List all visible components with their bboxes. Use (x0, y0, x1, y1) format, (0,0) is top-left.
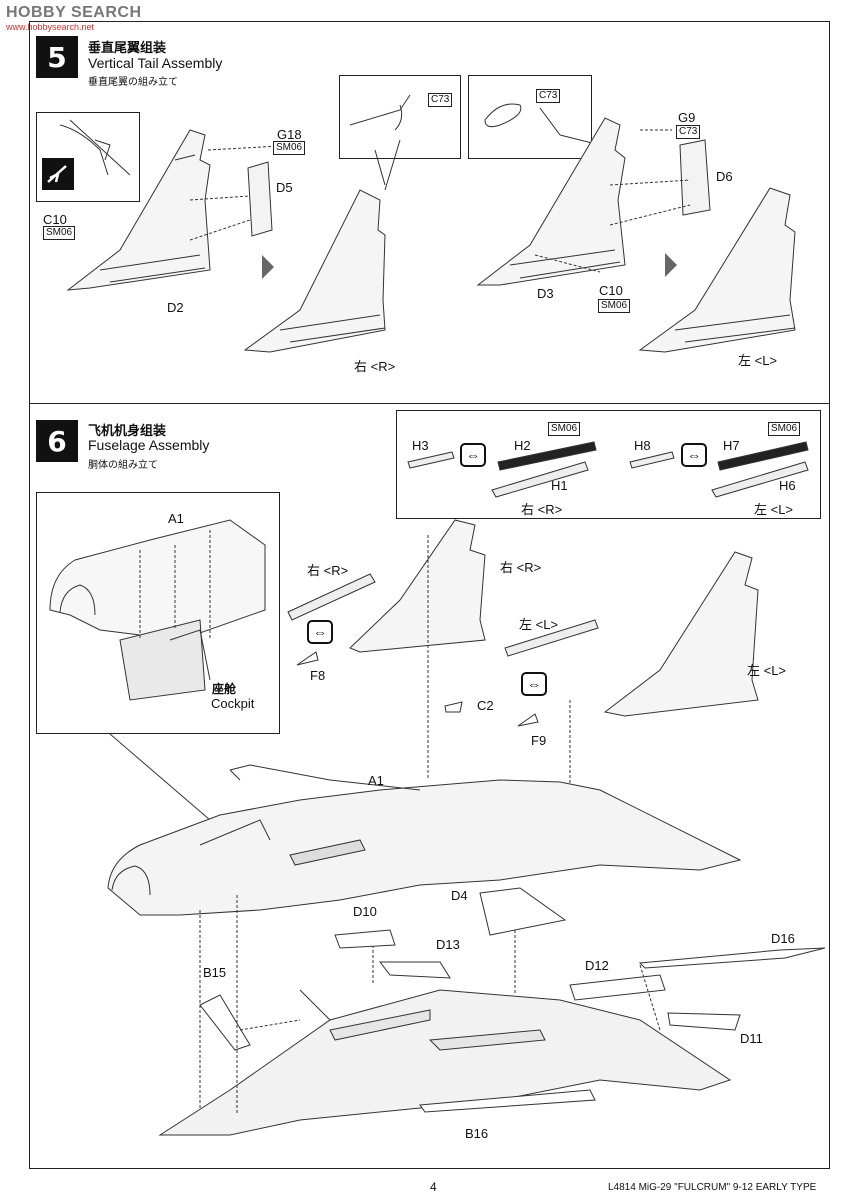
label-g9: G9 (678, 110, 696, 125)
tag-sm06: SM06 (273, 141, 306, 155)
label-c10: C10 (43, 212, 67, 227)
tag-c73: C73 (428, 93, 453, 107)
label-f8: F8 (310, 668, 326, 683)
step6-title-jp: 胴体の組み立て (88, 460, 158, 471)
label-b16: B16 (465, 1126, 489, 1141)
label-h7: H7 (723, 438, 740, 453)
step5-title-jp: 垂直尾翼の組み立て (88, 77, 178, 88)
page-frame (29, 21, 830, 1169)
flip-arrow-icon: ⇔ (307, 620, 333, 644)
label-c10: C10 (599, 283, 623, 298)
label-g18: G18 (277, 127, 302, 142)
label-left: 左 <L> (738, 353, 778, 368)
tag-sm06: SM06 (598, 299, 631, 313)
label-a1: A1 (368, 773, 384, 788)
detail-inset-c73-left (468, 75, 592, 159)
label-left: 左 <L> (519, 617, 559, 632)
label-f9: F9 (531, 733, 547, 748)
label-h2: H2 (514, 438, 531, 453)
label-d13: D13 (436, 937, 460, 952)
step5-title-en: Vertical Tail Assembly (88, 55, 223, 71)
label-d11: D11 (740, 1031, 763, 1046)
label-right: 右 <R> (307, 563, 349, 578)
product-name: L4814 MiG-29 "FULCRUM" 9-12 EARLY TYPE (608, 1182, 817, 1193)
label-cockpit-cn: 座舱 (212, 682, 237, 696)
label-left: 左 <L> (754, 502, 794, 517)
label-cockpit-en: Cockpit (211, 696, 255, 711)
step6-number: 6 (36, 420, 78, 462)
watermark-logo: HOBBY SEARCH (6, 4, 142, 21)
flow-arrow-icon (665, 253, 677, 277)
label-d6: D6 (716, 169, 733, 184)
label-a1: A1 (168, 511, 184, 526)
tag-sm06: SM06 (768, 422, 801, 436)
label-d5: D5 (276, 180, 293, 195)
flow-arrow-icon (262, 255, 274, 279)
label-c2: C2 (477, 698, 494, 713)
step6-title-en: Fuselage Assembly (88, 437, 210, 453)
flip-arrow-icon: ⇔ (681, 443, 707, 467)
tag-c73: C73 (536, 89, 561, 103)
step5-title-cn: 垂直尾翼组装 (88, 41, 167, 56)
label-right: 右 <R> (521, 502, 563, 517)
label-right: 右 <R> (354, 359, 396, 374)
step6-title-cn: 飞机机身组装 (88, 424, 167, 439)
label-right: 右 <R> (500, 560, 542, 575)
label-h1: H1 (551, 478, 568, 493)
flip-arrow-icon: ⇔ (460, 443, 486, 467)
detail-inset-c73-right (339, 75, 461, 159)
label-h6: H6 (779, 478, 796, 493)
label-d16: D16 (771, 931, 795, 946)
label-d2: D2 (167, 300, 184, 315)
label-d12: D12 (585, 958, 609, 973)
label-h8: H8 (634, 438, 651, 453)
label-left: 左 <L> (747, 663, 787, 678)
tag-sm06: SM06 (548, 422, 581, 436)
page-number: 4 (430, 1180, 437, 1194)
watermark-url: www.hobbysearch.net (6, 22, 95, 32)
tag-sm06: SM06 (43, 226, 76, 240)
cement-icon (42, 158, 74, 190)
label-h3: H3 (412, 438, 429, 453)
label-d4: D4 (451, 888, 468, 903)
label-d3: D3 (537, 286, 554, 301)
label-d10: D10 (353, 904, 377, 919)
label-b15: B15 (203, 965, 227, 980)
step-divider (29, 403, 830, 404)
flip-arrow-icon: ⇔ (521, 672, 547, 696)
step5-number: 5 (36, 36, 78, 78)
tag-c73: C73 (676, 125, 701, 139)
